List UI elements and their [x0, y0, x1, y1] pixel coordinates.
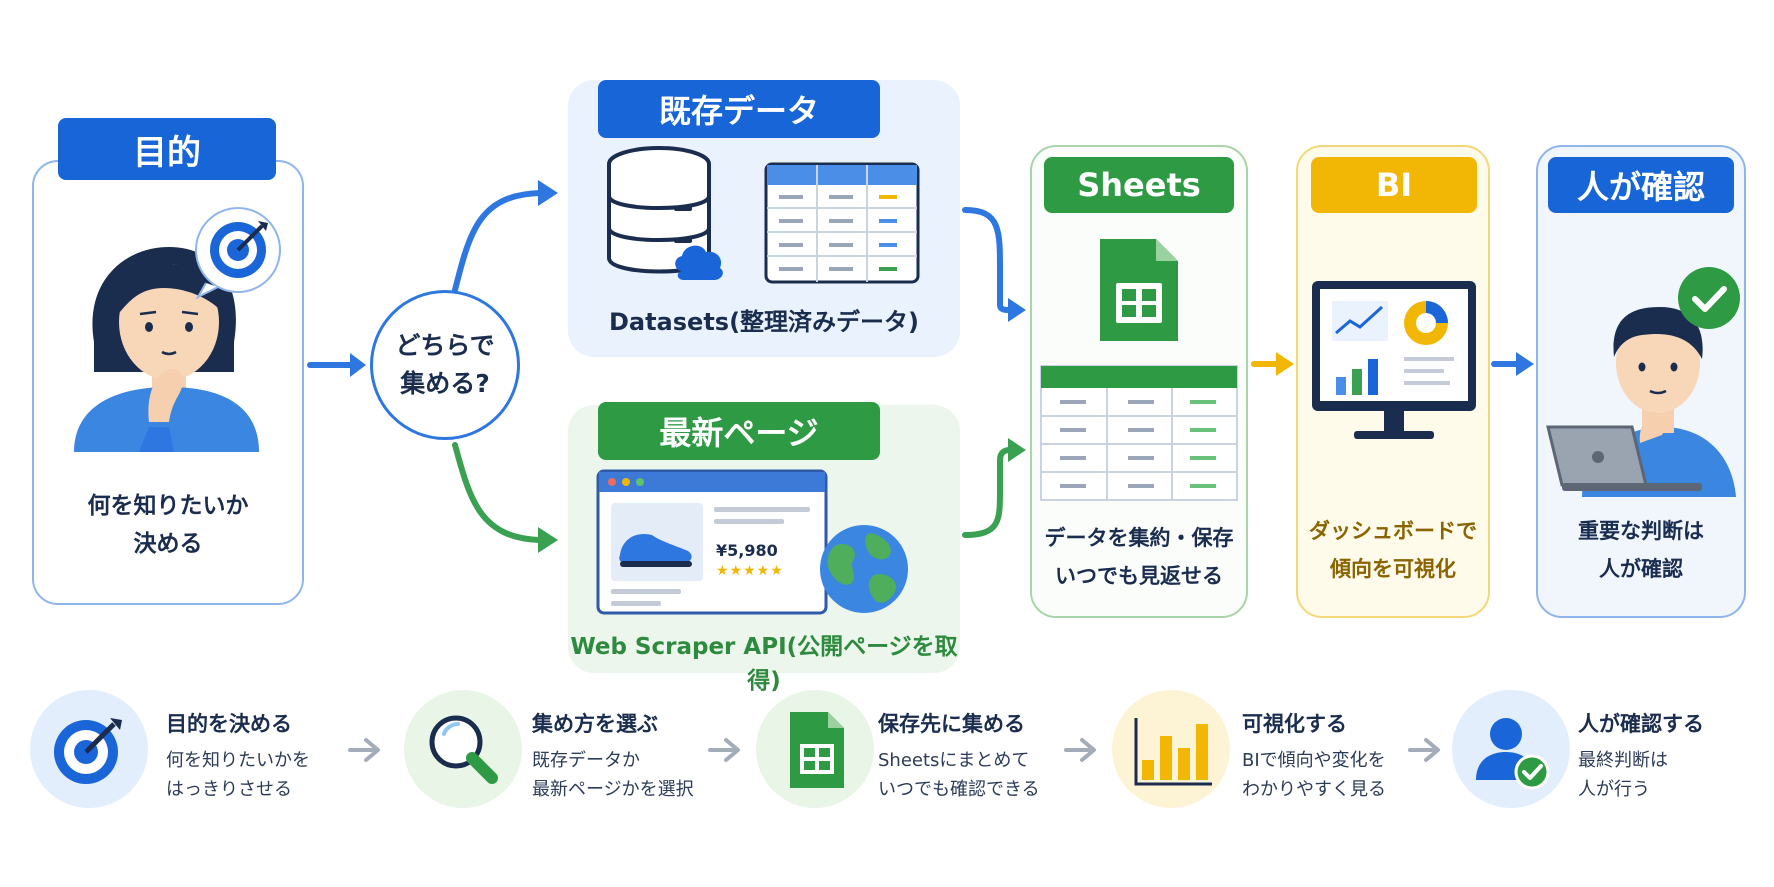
target-icon — [54, 718, 122, 784]
sneaker-icon — [619, 533, 692, 563]
step-4-title: 可視化する — [1242, 712, 1347, 736]
arrowhead — [1008, 438, 1026, 462]
product-rating-stars: ★★★★★ — [716, 563, 784, 579]
purpose-caption-line1: 何を知りたいか — [87, 493, 249, 519]
existing-caption: Datasets(整理済みデータ) — [608, 308, 920, 336]
sheets-caption-line2: いつでも見返せる — [1055, 564, 1223, 588]
arrowhead — [350, 353, 366, 377]
step-1-desc-line1: 何を知りたいかを — [166, 750, 310, 771]
arrowhead — [1516, 352, 1534, 376]
purpose-caption-line2: 決める — [133, 531, 203, 557]
bi-label: BI — [1311, 157, 1477, 213]
spreadsheet-table — [1040, 365, 1238, 501]
human-caption-line2: 人が確認 — [1599, 557, 1683, 581]
arrow-existing-to-sheets — [962, 207, 1013, 313]
bi-caption-line1: ダッシュボードで — [1309, 519, 1477, 543]
step-5-desc-line2: 人が行う — [1578, 779, 1650, 800]
bar-chart-icon — [1134, 718, 1212, 786]
table-icon — [764, 162, 920, 284]
purpose-label: 目的 — [58, 118, 276, 180]
arrow-decision-to-existing — [452, 190, 543, 293]
step-3-desc-line2: いつでも確認できる — [878, 779, 1040, 800]
decision-line1: どちらで — [395, 331, 495, 360]
arrow-decision-to-latest — [452, 442, 543, 543]
latest-label: 最新ページ — [598, 402, 880, 460]
step-2-desc-line2: 最新ページかを選択 — [532, 779, 694, 800]
arrowhead — [1276, 352, 1294, 376]
browser-window-icon — [596, 469, 828, 615]
step-4-desc: BIで傾向や変化を わかりやすく見る — [1242, 746, 1386, 804]
human-check-card: 重要な判断は 人が確認 — [1536, 145, 1746, 618]
step-2-circle — [404, 690, 522, 808]
thinking-woman-illustration — [74, 247, 259, 452]
bi-caption: ダッシュボードで 傾向を可視化 — [1298, 512, 1488, 588]
arrowhead — [538, 527, 558, 553]
step-4-circle — [1112, 690, 1230, 808]
human-caption: 重要な判断は 人が確認 — [1538, 512, 1744, 588]
sheets-label: Sheets — [1044, 157, 1234, 213]
sheets-card: データを集約・保存 いつでも見返せる — [1030, 145, 1248, 618]
decision-line2: 集める? — [400, 369, 490, 398]
step-4-desc-line1: BIで傾向や変化を — [1242, 750, 1386, 771]
step-5-desc: 最終判断は 人が行う — [1578, 746, 1668, 804]
step-arrow-1 — [348, 738, 380, 762]
step-2-desc-line1: 既存データか — [532, 750, 640, 771]
human-label: 人が確認 — [1548, 157, 1734, 213]
product-price: ¥5,980 — [716, 541, 778, 560]
step-1-title: 目的を決める — [166, 712, 292, 736]
step-1-desc: 何を知りたいかを はっきりさせる — [166, 746, 310, 804]
purpose-speech-bubble — [188, 205, 288, 300]
target-icon — [195, 207, 281, 300]
human-caption-line1: 重要な判断は — [1578, 519, 1704, 543]
latest-caption: Web Scraper API(公開ページを取得) — [570, 634, 958, 694]
decision-circle: どちらで 集める? — [370, 290, 520, 440]
step-2-title: 集め方を選ぶ — [532, 712, 658, 736]
sheets-caption: データを集約・保存 いつでも見返せる — [1032, 519, 1246, 595]
dashboard-monitor-icon — [1312, 281, 1476, 439]
steps-row: 目的を決める 何を知りたいかを はっきりさせる 集め方を選ぶ 既存データか 最新… — [0, 690, 1774, 820]
purpose-caption: 何を知りたいか 決める — [34, 487, 302, 563]
sheets-icon — [790, 712, 844, 788]
step-arrow-2 — [708, 738, 740, 762]
step-arrow-4 — [1408, 738, 1440, 762]
step-arrow-3 — [1064, 738, 1096, 762]
step-3-circle — [756, 690, 874, 808]
step-3-title: 保存先に集める — [878, 712, 1025, 736]
database-cloud-icon — [607, 146, 723, 280]
globe-icon — [820, 525, 908, 613]
arrow-latest-to-sheets — [962, 447, 1013, 538]
step-1-circle — [30, 690, 148, 808]
step-5-desc-line1: 最終判断は — [1578, 750, 1668, 771]
sheets-caption-line1: データを集約・保存 — [1044, 526, 1234, 550]
step-3-desc-line1: Sheetsにまとめて — [878, 750, 1030, 771]
step-3-desc: Sheetsにまとめて いつでも確認できる — [878, 746, 1040, 804]
bi-caption-line2: 傾向を可視化 — [1330, 557, 1456, 581]
step-2-desc: 既存データか 最新ページかを選択 — [532, 746, 694, 804]
check-badge-icon — [1678, 267, 1740, 329]
existing-label: 既存データ — [598, 80, 880, 138]
step-4-desc-line2: わかりやすく見る — [1242, 779, 1386, 800]
user-check-icon — [1476, 718, 1550, 790]
arrowhead — [1008, 298, 1026, 322]
step-5-circle — [1452, 690, 1570, 808]
bi-card: ダッシュボードで 傾向を可視化 — [1296, 145, 1490, 618]
step-1-desc-line2: はっきりさせる — [166, 779, 292, 800]
arrowhead — [538, 180, 558, 206]
magnifier-icon — [429, 715, 498, 784]
sheets-icon — [1100, 239, 1178, 341]
man-with-laptop-illustration — [1546, 307, 1736, 497]
step-5-title: 人が確認する — [1578, 712, 1704, 736]
